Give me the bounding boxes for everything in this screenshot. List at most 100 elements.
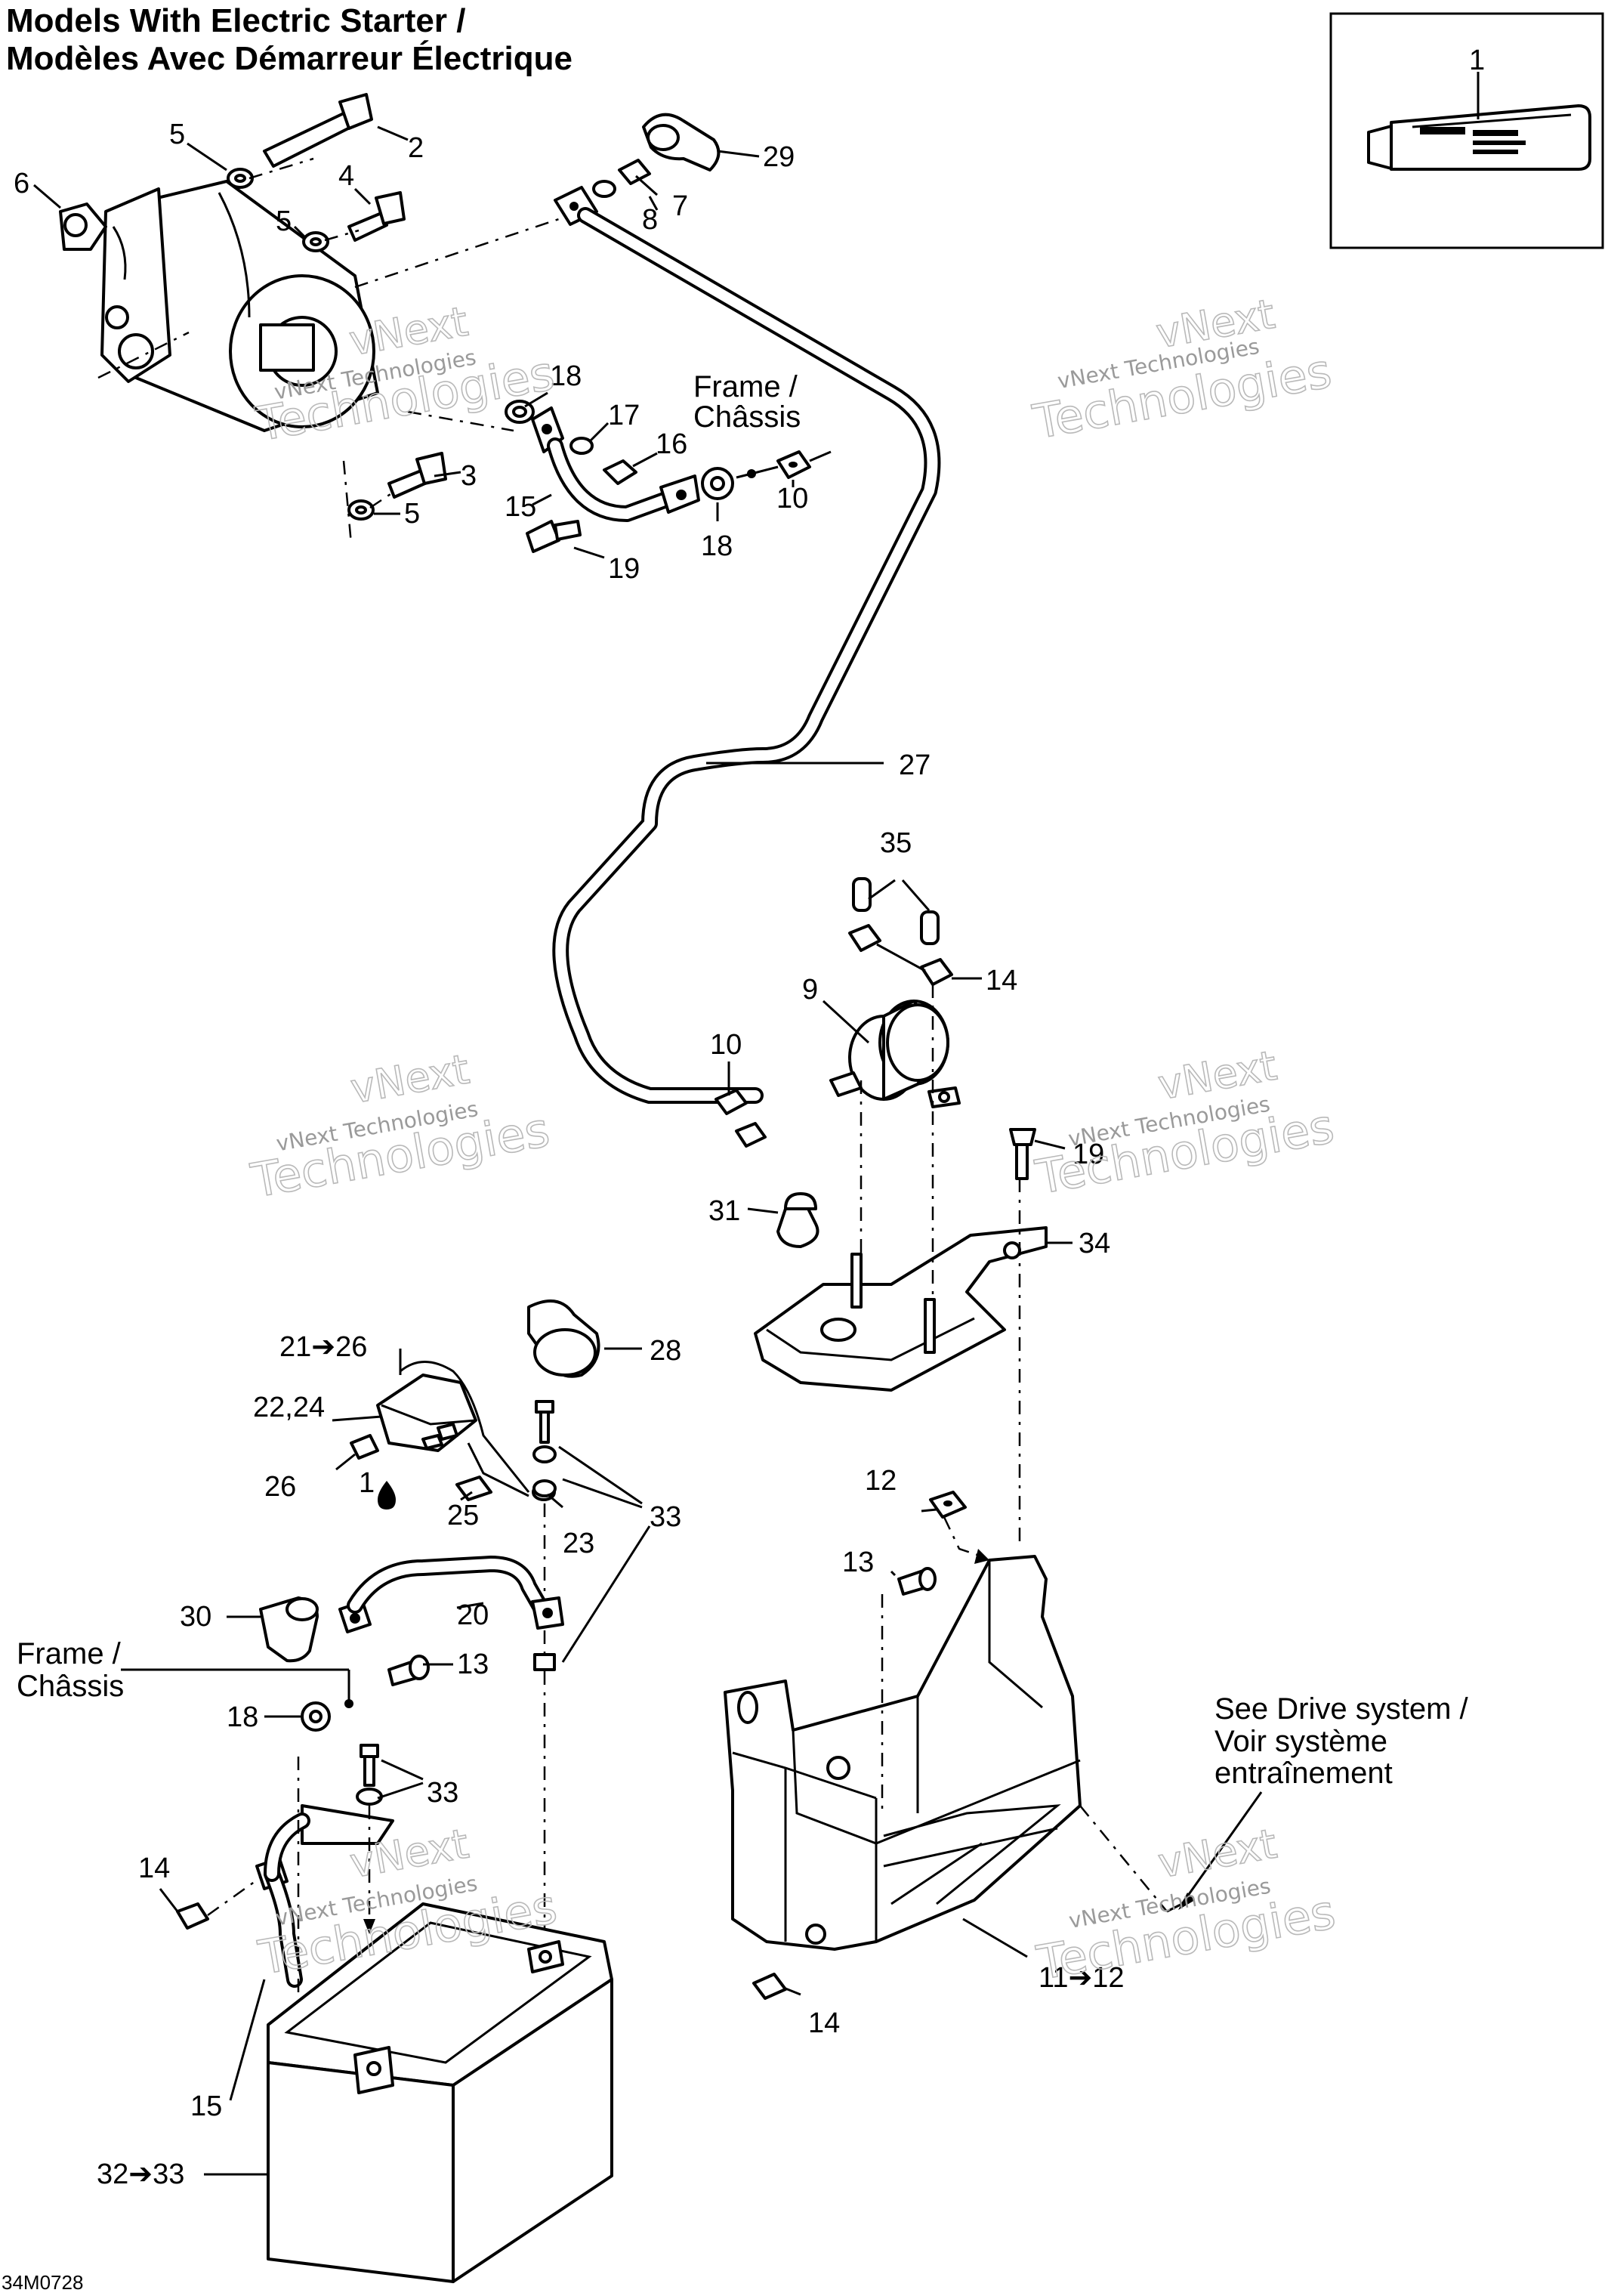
washer-8-icon (592, 180, 616, 198)
boot-35a-icon (852, 877, 872, 912)
washer-5b-icon (302, 231, 329, 252)
grease-tube-icon (1367, 104, 1591, 171)
star-washer-18a-icon (505, 400, 535, 424)
cable-15-upper-icon (531, 406, 700, 522)
callout-23: 23 (563, 1528, 594, 1559)
callout-14a: 14 (986, 965, 1017, 997)
washer-17-icon (569, 437, 594, 455)
callout-32-33: 32➔33 (97, 2158, 184, 2190)
callout-5c: 5 (404, 498, 420, 530)
notes: Frame / Châssis Frame / Châssis See Driv… (17, 370, 1469, 1790)
watermark-6: vNext Technologies vNext Technologies (1032, 1819, 1340, 1992)
callout-labels: 1 2 3 4 5 5 5 6 7 8 9 10 10 11➔12 12 13 … (14, 45, 1485, 2190)
callout-22-24: 22,24 (253, 1392, 325, 1423)
bolt-13b-icon (387, 1655, 430, 1686)
callout-1: 1 (1469, 45, 1485, 76)
bolt-19b-icon (1009, 1128, 1036, 1180)
solenoid-9-icon (829, 1000, 961, 1108)
boot-35b-icon (920, 910, 940, 945)
leader-lines (33, 125, 1263, 2176)
callout-14c: 14 (808, 2007, 840, 2039)
drive-note-line2: Voir système (1214, 1725, 1387, 1758)
watermark-2: vNext Technologies vNext Technologies (1028, 289, 1335, 450)
callout-28: 28 (650, 1335, 681, 1367)
callout-9: 9 (802, 974, 818, 1006)
callout-34: 34 (1079, 1228, 1110, 1259)
callout-20: 20 (457, 1599, 489, 1631)
star-washer-18c-icon (301, 1701, 331, 1732)
nut-16-icon (603, 459, 637, 485)
callout-27: 27 (899, 749, 931, 781)
bolt-2-icon (263, 93, 373, 168)
callout-26: 26 (264, 1471, 296, 1503)
callout-7: 7 (672, 190, 688, 222)
callout-18b: 18 (701, 530, 733, 562)
callout-33b: 33 (427, 1777, 458, 1809)
battery-box-11-icon (724, 1555, 1082, 1951)
battery-32-icon (267, 1902, 613, 2283)
callout-14b: 14 (138, 1853, 170, 1884)
page-title-line1: Models With Electric Starter / (6, 2, 466, 39)
frame-note-2-line2: Châssis (17, 1670, 124, 1703)
callout-4: 4 (338, 160, 354, 192)
callout-5b: 5 (276, 205, 292, 237)
fuse-holder-21-icon (376, 1374, 477, 1452)
callout-18c: 18 (227, 1701, 258, 1733)
nut-12-icon (929, 1491, 967, 1519)
cable-15-lower-icon (255, 1804, 394, 1988)
bolt-4-icon (347, 191, 406, 242)
boot-29-icon (642, 113, 721, 172)
frame-note-2-line1: Frame / (17, 1637, 122, 1670)
bracket-34-icon (754, 1226, 1048, 1392)
cover-28-icon (527, 1299, 600, 1378)
nut-14a-icon (848, 924, 881, 952)
callout-2: 2 (408, 132, 424, 164)
cable-20-icon (338, 1556, 564, 1633)
cap-30-icon (259, 1596, 319, 1663)
drop-icon (378, 1481, 396, 1510)
drive-note-line1: See Drive system / (1214, 1692, 1469, 1726)
screw-33a-icon (532, 1400, 557, 1497)
callout-3: 3 (461, 460, 477, 492)
nut-10c-icon (735, 1122, 767, 1148)
callout-10b: 10 (710, 1029, 742, 1061)
nut-14c-icon (752, 1973, 787, 2000)
bolt-33c-icon (356, 1744, 383, 1806)
callout-15b: 15 (190, 2091, 222, 2122)
callout-5a: 5 (169, 119, 185, 150)
callout-15a: 15 (505, 491, 536, 523)
callout-12: 12 (865, 1465, 897, 1497)
frame-note-1-line1: Frame / (693, 370, 798, 403)
cap-31-icon (776, 1192, 819, 1248)
callout-30: 30 (180, 1601, 211, 1633)
callout-11-12: 11➔12 (1039, 1962, 1125, 1994)
washer-5a-icon (227, 168, 254, 189)
callout-6: 6 (14, 168, 29, 199)
callout-19b: 19 (1073, 1139, 1104, 1170)
callout-29: 29 (763, 141, 795, 173)
callout-13b: 13 (457, 1649, 489, 1680)
callout-33a: 33 (650, 1501, 681, 1533)
callout-16: 16 (656, 428, 687, 460)
cable-27-icon (552, 186, 941, 1104)
fuse-25-icon (455, 1476, 492, 1501)
nut-14b-icon (920, 958, 953, 986)
callout-31: 31 (708, 1195, 740, 1227)
callout-17: 17 (608, 400, 640, 431)
page-title-line2: Modèles Avec Démarreur Électrique (6, 40, 573, 77)
star-washer-18b-icon (701, 467, 734, 500)
nut-10a-icon (776, 450, 811, 479)
washer-5c-icon (347, 499, 375, 521)
callout-10a: 10 (776, 483, 808, 515)
callout-25: 25 (447, 1500, 479, 1531)
figure-code: 34M0728 (2, 2271, 83, 2294)
frame-note-1-line2: Châssis (693, 400, 801, 434)
watermark-3: vNext Technologies vNext Technologies (246, 1045, 554, 1210)
bolt-19a-icon (526, 520, 582, 553)
inset-box (1329, 12, 1604, 249)
nut-33b-icon (533, 1653, 556, 1671)
bolt-13a-icon (897, 1567, 937, 1596)
callout-8: 8 (642, 204, 658, 236)
callout-13a: 13 (842, 1547, 874, 1578)
